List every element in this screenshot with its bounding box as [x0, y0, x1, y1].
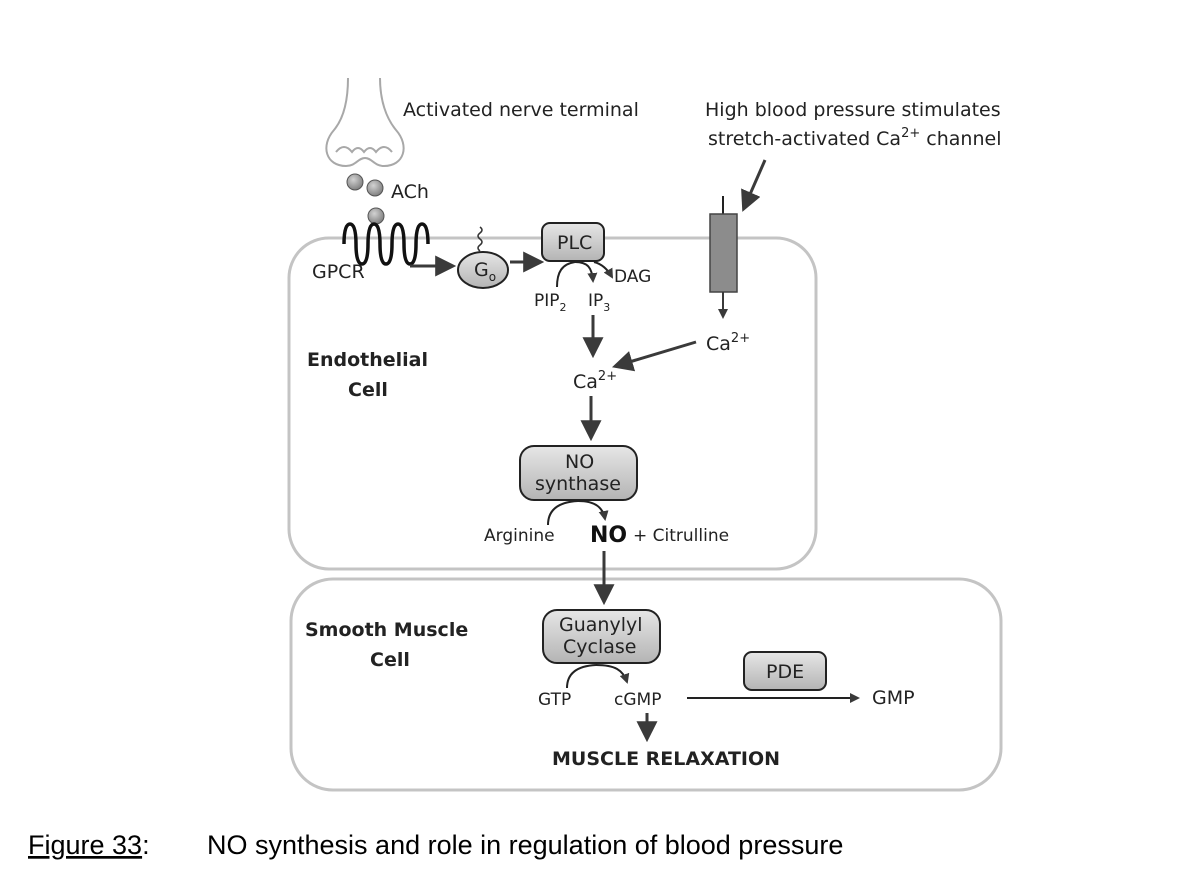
citrulline-label: + Citrulline: [633, 526, 729, 546]
dag-curve-arrow: [593, 261, 613, 279]
plc-label: PLC: [557, 232, 592, 254]
gc-label-line2: Cyclase: [563, 636, 636, 658]
channel-ca-to-cytosol-arrow: [611, 340, 697, 372]
figure-caption-text: NO synthesis and role in regulation of b…: [207, 830, 843, 860]
ip3-label: IP3: [588, 291, 610, 314]
stretch-label-line1: High blood pressure stimulates: [705, 99, 1001, 121]
ach-label: ACh: [391, 181, 429, 203]
go-protein: [457, 251, 509, 289]
endothelial-label-line2: Cell: [348, 379, 388, 401]
nerve-terminal-shape: [325, 77, 405, 168]
cgmp-label: cGMP: [614, 690, 661, 710]
gmp-label: GMP: [872, 687, 915, 709]
gpcr-shape: [342, 222, 430, 266]
vesicle-outline: [335, 146, 393, 154]
smooth-muscle-label-line2: Cell: [370, 649, 410, 671]
go-protein-label: Go: [474, 259, 496, 284]
pde-box: [743, 651, 827, 691]
no-synthase-box: [519, 445, 638, 501]
ip3-curve-arrow: [574, 261, 598, 283]
smooth-muscle-cell-outline: [289, 577, 1003, 792]
stretch-activated-channel: [709, 213, 738, 293]
no-label: NO: [590, 523, 627, 548]
plc-box: [541, 222, 605, 262]
stretch-label-line2: stretch-activated Ca2+ channel: [708, 126, 1002, 150]
go-anchor-squiggle: [477, 226, 483, 252]
no-synthase-label-line2: synthase: [535, 473, 621, 495]
pip2-label: PIP2: [534, 291, 567, 314]
ach-molecule-bound: [367, 207, 385, 225]
arginine-label: Arginine: [484, 526, 555, 546]
pip2-curve: [556, 261, 576, 288]
gtp-curve: [566, 664, 597, 689]
stretch-stimulus-arrow: [741, 159, 767, 212]
gtp-label: GTP: [538, 690, 571, 710]
dag-label: DAG: [614, 267, 651, 287]
ca-cytosol-label: Ca2+: [573, 369, 617, 393]
ach-molecule: [346, 173, 364, 191]
arginine-curve: [547, 500, 579, 526]
ca-channel-label: Ca2+: [706, 331, 750, 355]
no-synthase-label-line1: NO: [565, 451, 594, 473]
ach-molecule: [366, 179, 384, 197]
endothelial-label-line1: Endothelial: [307, 349, 428, 371]
figure-number: Figure 33: [28, 830, 142, 860]
cgmp-curve-arrow: [595, 664, 630, 684]
pde-label: PDE: [766, 661, 804, 683]
no-curve-arrow: [577, 500, 609, 521]
gc-label-line1: Guanylyl: [559, 614, 643, 636]
nerve-terminal-label: Activated nerve terminal: [403, 99, 639, 121]
figure-caption: Figure 33:: [28, 830, 150, 860]
gpcr-label: GPCR: [312, 261, 365, 283]
guanylyl-cyclase-box: [542, 609, 661, 664]
smooth-muscle-label-line1: Smooth Muscle: [305, 619, 468, 641]
muscle-relaxation-label: MUSCLE RELAXATION: [552, 748, 780, 770]
